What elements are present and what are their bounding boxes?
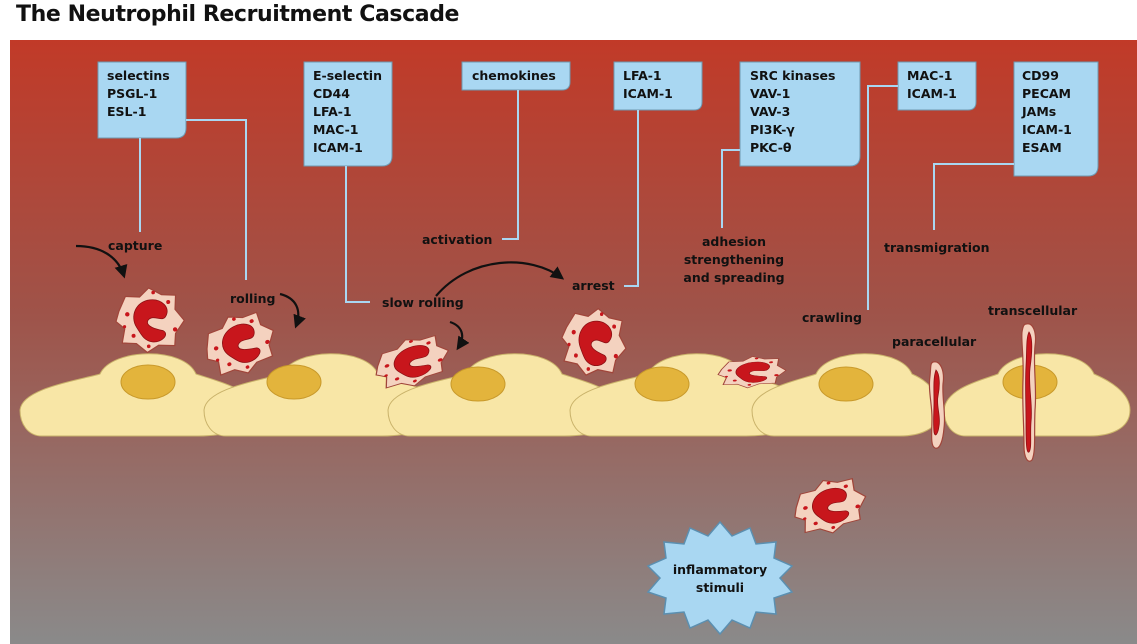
- step-label-adhesion: strengthening: [684, 252, 784, 267]
- connector-transmigration: [933, 163, 1014, 230]
- molecule-box-lfa1-icam1: LFA-1 ICAM-1: [613, 61, 703, 111]
- stimulus-label: stimuli: [696, 580, 744, 595]
- cell-nucleus: [818, 366, 874, 402]
- connector-lines: [139, 85, 1014, 310]
- neutrophils: [112, 284, 1037, 544]
- process-arrows: [75, 244, 565, 351]
- stimulus-label: inflammatory: [673, 562, 767, 577]
- molecule-label: ICAM-1: [907, 86, 957, 101]
- connector-slow-rolling: [345, 166, 370, 303]
- molecule-label: chemokines: [472, 68, 556, 83]
- cell-nucleus: [120, 364, 176, 400]
- inflammatory-stimuli-badge: inflammatory stimuli: [646, 520, 794, 636]
- step-label-transmigration: transmigration: [884, 240, 990, 255]
- molecule-label: ICAM-1: [1022, 122, 1072, 137]
- step-label-activation: activation: [422, 232, 492, 247]
- molecule-label: selectins: [107, 68, 170, 83]
- arrow-rolling: [279, 292, 306, 329]
- molecule-label: VAV-1: [750, 86, 790, 101]
- molecule-label: LFA-1: [623, 68, 662, 83]
- arrow-capture: [75, 244, 128, 279]
- molecule-label: CD99: [1022, 68, 1059, 83]
- connector-crawling: [867, 85, 898, 310]
- molecule-label: CD44: [313, 86, 350, 101]
- molecule-box-chemokines: chemokines: [461, 61, 571, 91]
- cell-nucleus: [266, 364, 322, 400]
- endothelium: [19, 353, 1131, 437]
- starburst-shape: [646, 520, 794, 636]
- molecule-box-e-selectin: E-selectin CD44 LFA-1 MAC-1 ICAM-1: [303, 61, 393, 167]
- molecule-label: PKC-θ: [750, 140, 792, 155]
- step-label-rolling: rolling: [230, 291, 275, 306]
- molecule-label: MAC-1: [313, 122, 358, 137]
- page-title: The Neutrophil Recruitment Cascade: [16, 2, 460, 27]
- cell-nucleus: [634, 366, 690, 402]
- step-label-crawling: crawling: [802, 310, 862, 325]
- arrow-slow-rolling: [449, 320, 470, 351]
- connector-adhesion: [721, 149, 740, 228]
- molecule-label: ICAM-1: [623, 86, 673, 101]
- molecule-box-selectins: selectins PSGL-1 ESL-1: [97, 61, 187, 139]
- step-label-paracellular: paracellular: [892, 334, 977, 349]
- endothelial-cell: [387, 353, 623, 437]
- molecule-label: ICAM-1: [313, 140, 363, 155]
- cell-nucleus: [450, 366, 506, 402]
- connector-arrest: [624, 110, 639, 287]
- step-label-slow-rolling: slow rolling: [382, 295, 464, 310]
- step-label-capture: capture: [108, 238, 162, 253]
- molecule-label: SRC kinases: [750, 68, 835, 83]
- molecule-label: PECAM: [1022, 86, 1071, 101]
- neutrophil-transcellular: [1021, 323, 1037, 462]
- step-label-transcellular: transcellular: [988, 303, 1078, 318]
- molecule-box-cd99: CD99 PECAM JAMs ICAM-1 ESAM: [1013, 61, 1099, 177]
- molecule-label: VAV-3: [750, 104, 790, 119]
- endothelial-cell: [19, 353, 257, 437]
- molecule-label: ESAM: [1022, 140, 1062, 155]
- connector-activation: [502, 90, 519, 240]
- molecule-label: ESL-1: [107, 104, 146, 119]
- molecule-label: PI3K-γ: [750, 122, 795, 137]
- neutrophil-paracellular: [928, 361, 946, 449]
- molecule-box-mac1-icam1: MAC-1 ICAM-1: [897, 61, 977, 111]
- molecule-box-src-kinases: SRC kinases VAV-1 VAV-3 PI3K-γ PKC-θ: [739, 61, 861, 167]
- endothelial-cell: [943, 353, 1131, 437]
- molecule-label: LFA-1: [313, 104, 352, 119]
- arrow-to-arrest: [435, 261, 565, 297]
- molecule-label: JAMs: [1021, 104, 1056, 119]
- molecule-label: PSGL-1: [107, 86, 157, 101]
- step-label-adhesion: adhesion: [702, 234, 766, 249]
- step-label-adhesion: and spreading: [683, 270, 784, 285]
- endothelial-cell: [751, 353, 941, 437]
- connector-rolling: [186, 119, 247, 280]
- molecule-label: E-selectin: [313, 68, 382, 83]
- step-label-arrest: arrest: [572, 278, 615, 293]
- molecule-label: MAC-1: [907, 68, 952, 83]
